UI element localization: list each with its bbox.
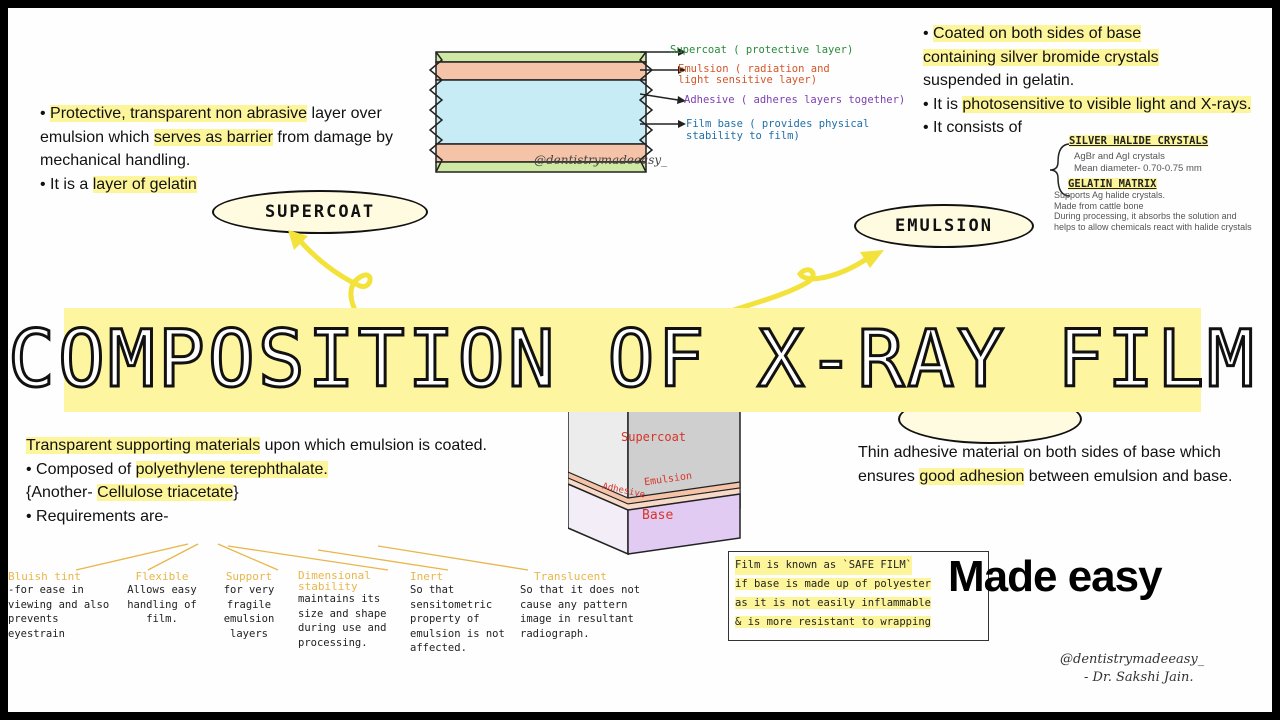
halide-item: AgBr and AgI crystals bbox=[1074, 151, 1165, 162]
emulsion-brace bbox=[1049, 143, 1071, 197]
emulsion-bullet-2: • It is photosensitive to visible light … bbox=[923, 95, 1252, 113]
halide-item: Mean diameter- 0.70-0.75 mm bbox=[1074, 163, 1202, 174]
gelatin-heading: GELATIN MATRIX bbox=[1068, 178, 1157, 190]
bottom-label-base: Base bbox=[642, 508, 674, 523]
gelatin-item: Supports Ag halide crystals. bbox=[1054, 190, 1166, 200]
base-description: Transparent supporting materials upon wh… bbox=[26, 434, 506, 528]
base-bullet-1: • Composed of polyethylene terephthalate… bbox=[26, 460, 328, 478]
emulsion-bullet-3: • It consists of bbox=[923, 119, 1022, 136]
diagram-arrows bbox=[640, 48, 686, 128]
requirement-body: So that it does not cause any pattern im… bbox=[520, 584, 641, 640]
adhesive-description: Thin adhesive material on both sides of … bbox=[858, 444, 1233, 485]
supercoat-oval: SUPERCOAT bbox=[212, 190, 428, 234]
safe-film-box: Film is known as `SAFE FILM` if base is … bbox=[728, 551, 989, 641]
supercoat-description: • Protective, transparent non abrasive l… bbox=[40, 102, 410, 196]
gelatin-item: Made from cattle bone bbox=[1054, 200, 1144, 211]
slide-canvas: Supercoat ( protective layer) Emulsion (… bbox=[8, 8, 1272, 712]
requirement-body: -for ease in viewing and also prevents e… bbox=[8, 584, 110, 640]
requirement-body: So that sensitometric property of emulsi… bbox=[410, 584, 505, 654]
signature-name: - Dr. Sakshi Jain. bbox=[1084, 670, 1194, 685]
requirement-col: Translucent So that it does not cause an… bbox=[520, 570, 654, 641]
requirement-body: Allows easy handling of film. bbox=[127, 584, 197, 625]
gelatin-list: Supports Ag halide crystals. Made from c… bbox=[1054, 190, 1254, 232]
film-layer-diagram-bottom bbox=[568, 407, 741, 556]
requirement-head: Bluish tint bbox=[8, 570, 81, 583]
requirement-col: Bluish tint -for ease in viewing and als… bbox=[8, 570, 116, 641]
halide-list: AgBr and AgI crystals Mean diameter- 0.7… bbox=[1074, 151, 1202, 175]
halide-heading: SILVER HALIDE CRYSTALS bbox=[1069, 135, 1209, 147]
title-banner: COMPOSITION OF X-RAY FILM bbox=[8, 308, 1256, 412]
connector-arrows bbox=[288, 230, 884, 318]
requirement-head: Dimensional stability bbox=[298, 569, 371, 593]
requirement-col: Flexible Allows easy handling of film. bbox=[122, 570, 202, 627]
supercoat-bullet-2: • It is a layer of gelatin bbox=[40, 175, 197, 193]
film-layer-diagram-top bbox=[428, 51, 654, 173]
made-easy-badge: Made easy bbox=[948, 552, 1163, 601]
supercoat-bullet-1: • Protective, transparent non abrasive l… bbox=[40, 105, 394, 169]
requirements-arrows bbox=[75, 543, 529, 571]
base-bullet-2: {Another- Cellulose triacetate} bbox=[26, 484, 239, 501]
emulsion-oval: EMULSION bbox=[854, 204, 1034, 248]
requirement-head: Support bbox=[225, 570, 273, 583]
signature-handle: @dentistrymadeeasy_ bbox=[1060, 652, 1205, 667]
requirement-col: Inert So that sensitometric property of … bbox=[410, 570, 514, 656]
base-bullet-3: • Requirements are- bbox=[26, 507, 169, 525]
diagram-label-supercoat: Supercoat ( protective layer) bbox=[670, 44, 854, 56]
requirement-head: Translucent bbox=[534, 570, 607, 583]
requirement-head: Flexible bbox=[135, 570, 189, 583]
bottom-label-supercoat: Supercoat bbox=[621, 430, 687, 444]
diagram-label-emulsion: Emulsion ( radiation and light sensitive… bbox=[678, 63, 830, 86]
diagram-label-adhesive: Adhesive ( adheres layers together) bbox=[684, 94, 906, 106]
safe-film-text: Film is known as `SAFE FILM` if base is … bbox=[729, 552, 988, 636]
diagram-handle: @dentistrymadeeasy_ bbox=[534, 153, 668, 167]
requirement-body: for very fragile emulsion layers bbox=[223, 584, 275, 640]
requirement-head: Inert bbox=[410, 570, 444, 583]
requirement-body: maintains its size and shape during use … bbox=[298, 593, 387, 649]
gelatin-item: During processing, it absorbs the soluti… bbox=[1054, 211, 1252, 232]
requirement-col: Support for very fragile emulsion layers bbox=[208, 570, 290, 641]
page-title: COMPOSITION OF X-RAY FILM bbox=[8, 314, 1257, 407]
diagram-label-base: Film base ( provides physical stability … bbox=[686, 118, 870, 142]
base-line-1: Transparent supporting materials upon wh… bbox=[26, 437, 487, 454]
requirement-col: Dimensional stability maintains its size… bbox=[298, 570, 406, 650]
